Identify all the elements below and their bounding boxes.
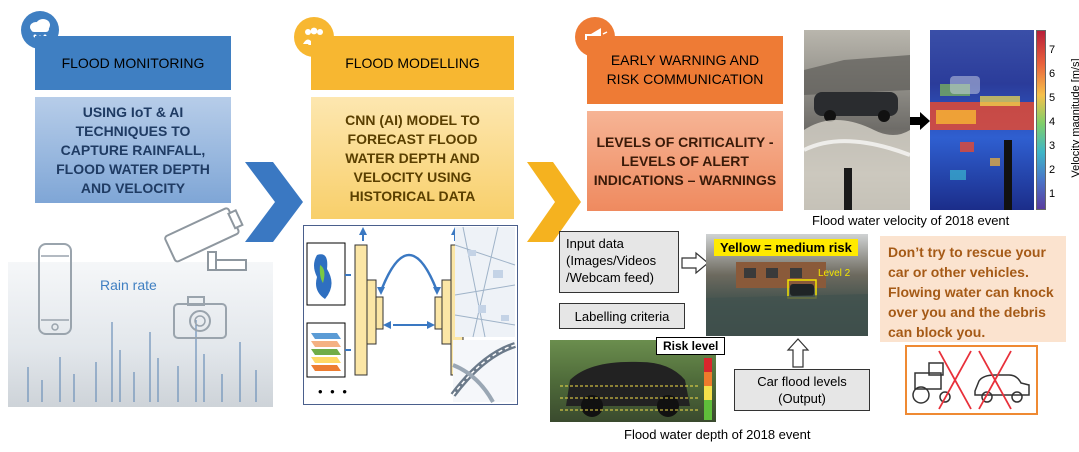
warning-header-text: EARLY WARNING AND RISK COMMUNICATION [606,52,764,87]
monitoring-body: USING IoT & AI TECHNIQUES TO CAPTURE RAI… [35,97,231,203]
modelling-body: CNN (AI) MODEL TO FORECAST FLOOD WATER D… [311,97,514,219]
depth-caption: Flood water depth of 2018 event [624,427,811,442]
velocity-heatmap-overlay [930,76,1034,210]
cnn-architecture [306,226,516,403]
colorbar-label: Velocity magnitude [m/s] [1070,58,1079,178]
colorbar-tick: 1 [1049,188,1056,200]
arrow-right-icon [910,112,930,130]
cctv-camera-icon [164,207,247,271]
monitoring-header-text: FLOOD MONITORING [61,55,205,71]
car-flood-levels-box: Car flood levels (Output) [734,369,870,411]
colorbar-tick: 3 [1049,140,1056,152]
vehicle-warning-sign [905,345,1038,415]
car-depth-photo-details [560,358,712,420]
car-flood-levels-text: Car flood levels (Output) [757,374,847,406]
colorbar-tick: 5 [1049,92,1056,104]
arrow-right-outline-icon [681,251,709,275]
warning-body: LEVELS OF CRITICALITY - LEVELS OF ALERT … [587,111,783,211]
arrow-up-outline-icon [786,338,810,368]
input-data-text: Input data (Images/Videos /Webcam feed) [566,236,657,285]
chevron-right-yellow-icon [527,162,581,242]
colorbar-ticks: 7 6 5 4 3 2 1 [1049,38,1059,206]
monitoring-header: FLOOD MONITORING [35,36,231,90]
colorbar-tick: 6 [1049,68,1056,80]
output-flood-photo-details [706,262,868,336]
modelling-body-text: CNN (AI) MODEL TO FORECAST FLOOD WATER D… [345,111,480,204]
monitoring-body-text: USING IoT & AI TECHNIQUES TO CAPTURE RAI… [56,103,210,196]
rain-rate-label: Rain rate [100,277,157,293]
modelling-header: FLOOD MODELLING [311,36,514,90]
no-vehicles-icon [912,350,1030,410]
advice-box: Don’t try to rescue your car or other ve… [880,236,1066,342]
colorbar-tick: 4 [1049,116,1056,128]
velocity-colorbar [1036,30,1046,210]
modelling-header-text: FLOOD MODELLING [345,55,480,71]
cnn-ellipsis: • • • [318,384,349,399]
level-2-label: Level 2 [818,268,851,279]
labelling-criteria-text: Labelling criteria [574,308,670,324]
advice-text: Don’t try to rescue your car or other ve… [888,244,1054,340]
smartphone-icon [38,243,72,335]
photo-camera-icon [173,296,227,339]
risk-level-label: Risk level [656,337,726,355]
colorbar-tick: 2 [1049,164,1056,176]
labelling-criteria-box: Labelling criteria [559,303,685,329]
colorbar-tick: 7 [1049,44,1056,56]
warning-header: EARLY WARNING AND RISK COMMUNICATION [587,36,783,104]
input-data-box: Input data (Images/Videos /Webcam feed) [559,231,679,293]
velocity-caption: Flood water velocity of 2018 event [812,213,1010,228]
rain-rate-spikes [27,320,257,402]
yellow-risk-badge: Yellow = medium risk [714,239,858,256]
chevron-right-blue-icon [245,162,303,242]
warning-body-text: LEVELS OF CRITICALITY - LEVELS OF ALERT … [593,133,777,188]
flood-street-photo-details [803,55,911,210]
